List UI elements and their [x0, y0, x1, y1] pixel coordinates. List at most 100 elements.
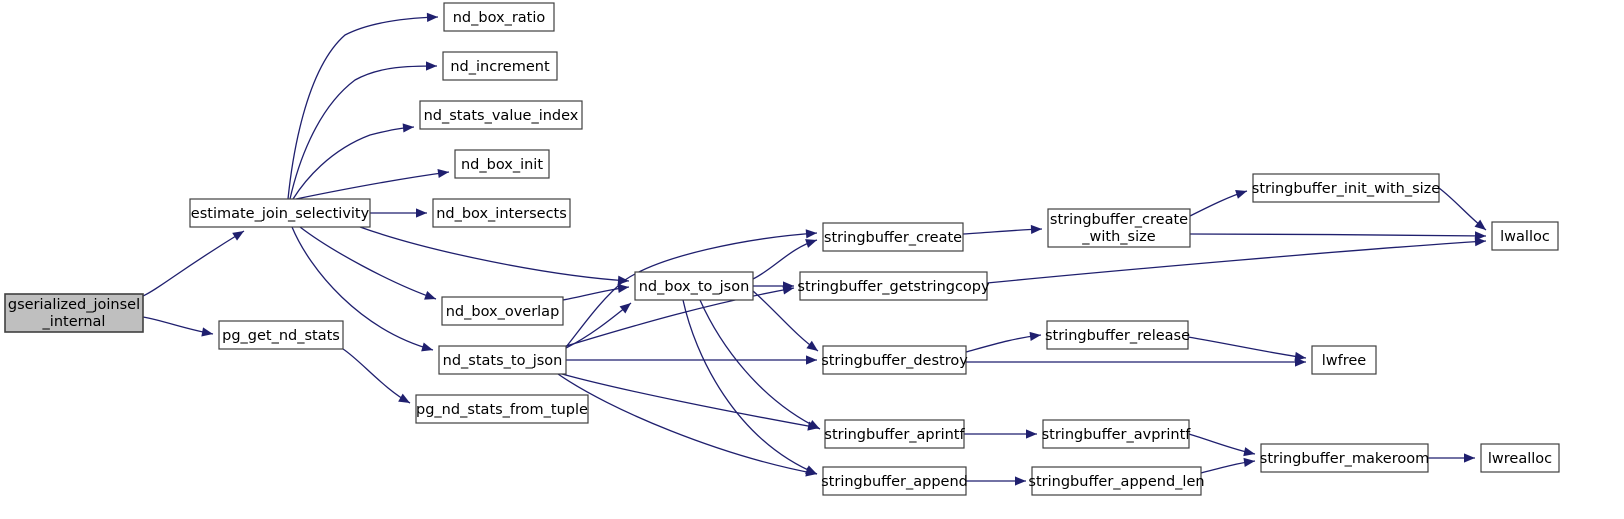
arrowhead-icon: [421, 342, 433, 352]
node-stringbuffer_append[interactable]: stringbuffer_append: [821, 466, 968, 496]
node-label: stringbuffer_append_len: [1028, 474, 1204, 490]
node-stringbuffer_aprintf[interactable]: stringbuffer_aprintf: [824, 419, 965, 449]
arrowhead-icon: [805, 465, 817, 474]
edge-stringbuffer_release-to-lwfree: [1187, 336, 1307, 359]
node-stringbuffer_create[interactable]: stringbuffer_create: [822, 222, 964, 252]
node-box[interactable]: [218, 320, 344, 350]
node-label: nd_box_overlap: [446, 304, 560, 320]
node-box[interactable]: [1480, 443, 1560, 473]
node-nd_stats_to_json[interactable]: nd_stats_to_json: [438, 345, 567, 375]
node-nd_box_init[interactable]: nd_box_init: [454, 149, 550, 179]
node-label: lwfree: [1322, 353, 1367, 369]
arrowhead-icon: [1474, 237, 1486, 247]
node-label: nd_box_to_json: [639, 279, 750, 295]
node-stringbuffer_makeroom[interactable]: stringbuffer_makeroom: [1260, 443, 1429, 473]
node-box[interactable]: [1042, 419, 1190, 449]
edge-estimate_join_selectivity-to-nd_box_ratio: [287, 16, 439, 200]
node-stringbuffer_destroy[interactable]: stringbuffer_destroy: [821, 345, 968, 375]
node-label: stringbuffer_destroy: [821, 353, 968, 369]
node-label: nd_stats_to_json: [443, 353, 563, 369]
node-lwfree[interactable]: lwfree: [1311, 345, 1377, 375]
edge-gserialized_joinsel_internal-to-estimate_join_selectivity: [142, 230, 245, 297]
node-stringbuffer_init_with_size[interactable]: stringbuffer_init_with_size: [1252, 173, 1441, 203]
arrowhead-icon: [232, 231, 244, 241]
edge-pg_get_nd_stats-to-pg_nd_stats_from_tuple: [342, 348, 411, 404]
edge-stringbuffer_destroy-to-stringbuffer_release: [965, 334, 1042, 353]
node-box[interactable]: [438, 345, 567, 375]
node-box[interactable]: [189, 198, 371, 228]
node-box[interactable]: [432, 198, 571, 228]
node-label: stringbuffer_release: [1045, 328, 1190, 344]
node-box[interactable]: [442, 51, 558, 81]
node-nd_stats_value_index[interactable]: nd_stats_value_index: [419, 100, 583, 130]
node-estimate_join_selectivity[interactable]: estimate_join_selectivity: [189, 198, 371, 228]
node-stringbuffer_append_len[interactable]: stringbuffer_append_len: [1028, 466, 1205, 496]
node-nd_box_to_json[interactable]: nd_box_to_json: [634, 271, 754, 301]
arrowhead-icon: [402, 123, 414, 133]
node-box[interactable]: [419, 100, 583, 130]
node-nd_box_ratio[interactable]: nd_box_ratio: [443, 2, 555, 32]
arrowhead-icon: [617, 275, 629, 285]
arrowhead-icon: [1243, 447, 1255, 457]
node-box[interactable]: [1046, 320, 1189, 350]
arrowhead-icon: [617, 283, 629, 294]
node-nd_box_intersects[interactable]: nd_box_intersects: [432, 198, 571, 228]
arrowhead-icon: [426, 12, 438, 22]
node-pg_nd_stats_from_tuple[interactable]: pg_nd_stats_from_tuple: [415, 394, 589, 424]
node-label: stringbuffer_create: [1050, 212, 1188, 228]
node-label: nd_box_intersects: [436, 206, 567, 222]
edge-nd_stats_to_json-to-stringbuffer_append: [557, 373, 818, 475]
node-lwalloc[interactable]: lwalloc: [1491, 221, 1559, 251]
arrowhead-icon: [806, 355, 817, 365]
node-box[interactable]: [1260, 443, 1429, 473]
node-box[interactable]: [441, 296, 564, 326]
node-box[interactable]: [1252, 173, 1440, 203]
node-stringbuffer_release[interactable]: stringbuffer_release: [1045, 320, 1190, 350]
arrowhead-icon: [808, 419, 820, 429]
node-box[interactable]: [4, 293, 144, 333]
node-nd_box_overlap[interactable]: nd_box_overlap: [441, 296, 564, 326]
arrowhead-icon: [619, 303, 631, 314]
node-label: stringbuffer_getstringcopy: [797, 279, 990, 295]
node-box[interactable]: [824, 419, 965, 449]
node-stringbuffer_getstringcopy[interactable]: stringbuffer_getstringcopy: [797, 271, 990, 301]
node-box[interactable]: [1047, 208, 1191, 248]
node-box[interactable]: [634, 271, 754, 301]
node-box[interactable]: [415, 394, 589, 424]
node-label: stringbuffer_append: [821, 474, 968, 490]
arrowhead-icon: [805, 239, 817, 248]
node-box[interactable]: [443, 2, 555, 32]
node-label: pg_nd_stats_from_tuple: [416, 402, 588, 418]
arrowhead-icon: [424, 290, 436, 300]
edge-nd_box_to_json-to-stringbuffer_append: [682, 299, 818, 475]
node-box[interactable]: [1311, 345, 1377, 375]
node-lwrealloc[interactable]: lwrealloc: [1480, 443, 1560, 473]
node-box[interactable]: [1031, 466, 1202, 496]
node-label: nd_box_init: [461, 157, 543, 173]
arrowhead-icon: [1030, 224, 1042, 235]
node-gserialized_joinsel_internal[interactable]: gserialized_joinsel_internal: [4, 293, 144, 333]
node-label: stringbuffer_aprintf: [824, 427, 965, 443]
edge-stringbuffer_create_with_size-to-lwalloc: [1189, 233, 1487, 237]
node-box[interactable]: [799, 271, 988, 301]
edge-nd_box_to_json-to-stringbuffer_aprintf: [699, 299, 821, 430]
node-label: stringbuffer_create: [824, 230, 962, 246]
arrowhead-icon: [1235, 189, 1247, 199]
node-stringbuffer_create_with_size[interactable]: stringbuffer_create_with_size: [1047, 208, 1191, 248]
node-stringbuffer_avprintf[interactable]: stringbuffer_avprintf: [1042, 419, 1192, 449]
node-box[interactable]: [822, 345, 967, 375]
arrowhead-icon: [1015, 476, 1026, 486]
node-box[interactable]: [822, 222, 964, 252]
node-pg_get_nd_stats[interactable]: pg_get_nd_stats: [218, 320, 344, 350]
edge-nd_stats_to_json-to-nd_box_to_json: [565, 302, 632, 349]
node-label: stringbuffer_init_with_size: [1252, 181, 1441, 197]
edge-estimate_join_selectivity-to-nd_increment: [289, 65, 438, 200]
arrowhead-icon: [1026, 429, 1037, 439]
node-box[interactable]: [454, 149, 550, 179]
node-box[interactable]: [822, 466, 967, 496]
arrowhead-icon: [437, 168, 449, 179]
node-nd_increment[interactable]: nd_increment: [442, 51, 558, 81]
edge-estimate_join_selectivity-to-nd_stats_to_json: [291, 226, 434, 351]
node-box[interactable]: [1491, 221, 1559, 251]
edge-estimate_join_selectivity-to-nd_box_to_json: [359, 226, 630, 282]
